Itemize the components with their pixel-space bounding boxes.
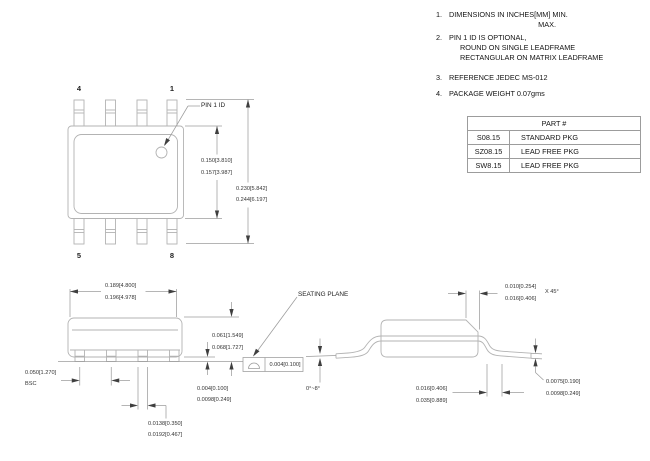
dim-standoff-max: 0.0098[0.249] [196,397,233,404]
seating-plane-flatness-value: 0.004[0.100] [269,361,301,368]
dim-lead-width-min: 0.0138[0.350] [147,420,184,427]
side-view-drawing [305,290,544,397]
note-3: 3. REFERENCE JEDEC MS-012 [436,73,548,83]
dim-length-max: 0.196[4.978] [104,294,138,301]
note-1-line-1: DIMENSIONS IN INCHES[MM] MIN. [449,10,568,19]
note-4-line-1: PACKAGE WEIGHT 0.07gms [449,89,545,98]
dim-lead-width-max: 0.0192[0.467] [147,432,184,439]
note-4: 4. PACKAGE WEIGHT 0.07gms [436,89,545,99]
dim-body-width-max: 0.157[3.987] [200,169,234,176]
dim-overall-width-min: 0.230[5.842] [235,185,269,192]
dim-overall-width-max: 0.244[6.197] [235,197,269,204]
seating-plane-frame [242,357,304,372]
dim-length-min: 0.189[4.800] [104,283,138,290]
note-3-line-1: REFERENCE JEDEC MS-012 [449,73,548,82]
dim-standoff-min: 0.004[0.100] [196,385,230,392]
note-1: 1. DIMENSIONS IN INCHES[MM] MIN. MAX. [436,10,568,30]
pin-label-4: 4 [76,84,82,93]
note-1-number: 1. [436,10,443,19]
pin1-id-dot [155,146,168,159]
package-body-top-view [67,125,184,219]
table-row: SZ08.15 LEAD FREE PKG [468,144,640,158]
part-number-cell: S08.15 [468,131,510,144]
part-number-cell: SW8.15 [468,159,510,172]
lead-angle-label: 0°~8° [305,386,321,393]
dim-chamfer-max: 0.016[0.406] [504,295,538,302]
dim-pitch: 0.050[1.270] [24,369,58,376]
note-1-line-2: MAX. [538,20,556,29]
note-2-line-1: PIN 1 ID IS OPTIONAL, [449,33,527,42]
top-view-drawing [67,99,254,245]
note-2-line-3: RECTANGULAR ON MATRIX LEADFRAME [460,53,604,62]
seating-plane-callout: SEATING PLANE [298,291,349,298]
note-2: 2. PIN 1 ID IS OPTIONAL, ROUND ON SINGLE… [436,33,603,63]
note-2-number: 2. [436,33,443,42]
package-body-front-view [67,317,183,358]
table-header-part: PART # [541,119,567,128]
note-3-number: 3. [436,73,443,82]
dim-foot-min: 0.016[0.406] [415,386,449,393]
dim-foot-max: 0.035[0.889] [415,397,449,404]
table-row: SW8.15 LEAD FREE PKG [468,158,640,172]
dim-height-min: 0.061[1.549] [211,333,245,340]
part-desc-cell: LEAD FREE PKG [521,147,579,156]
dim-thickness-min: 0.0075[0.190] [545,379,582,386]
part-desc-cell: LEAD FREE PKG [521,161,579,170]
dim-pitch-qualifier: BSC [24,381,38,388]
part-desc-cell: STANDARD PKG [521,133,579,142]
dim-height-max: 0.068[1.727] [211,344,245,351]
table-header-row: PART # [468,117,640,130]
dim-thickness-max: 0.0098[0.249] [545,390,582,397]
table-row: S08.15 STANDARD PKG [468,130,640,144]
chamfer-angle-label: X 45° [544,289,560,296]
part-number-cell: SZ08.15 [468,145,510,158]
dim-body-width-min: 0.150[3.810] [200,158,234,165]
pin1-id-callout: PIN 1 ID [201,102,226,109]
front-view-drawing [58,289,304,419]
pin-label-8: 8 [169,251,175,260]
note-2-line-2: ROUND ON SINGLE LEADFRAME [460,43,576,52]
part-number-table: PART # S08.15 STANDARD PKG SZ08.15 LEAD … [467,116,641,173]
datum-symbol-icon [248,362,260,369]
pin-label-5: 5 [76,251,82,260]
pin-label-1: 1 [169,84,175,93]
dim-chamfer-min: 0.010[0.254] [504,284,538,291]
note-4-number: 4. [436,89,443,98]
package-body-side-view [380,319,479,358]
